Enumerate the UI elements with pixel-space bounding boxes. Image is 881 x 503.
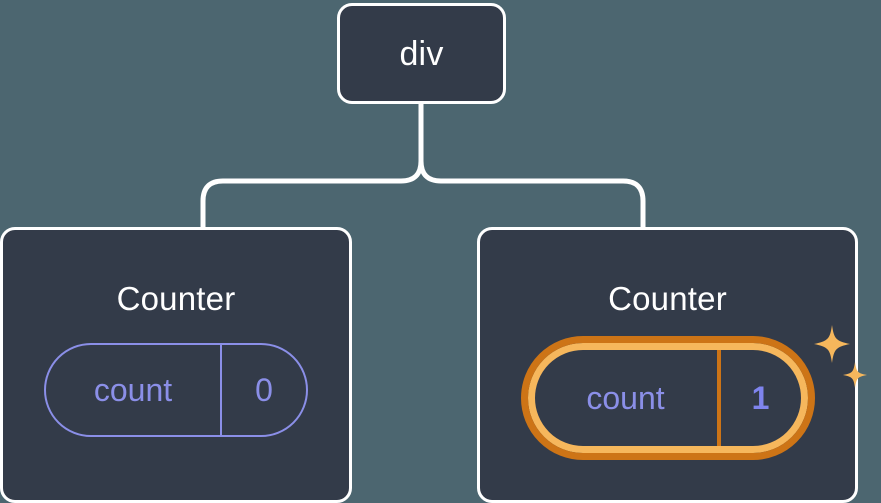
sparkles-icon — [813, 325, 867, 388]
node-root-div[interactable]: div — [337, 3, 506, 104]
state-key-right: count — [586, 379, 665, 416]
counter-title-right: Counter — [608, 280, 727, 317]
node-counter-right[interactable]: Counter count 1 — [477, 227, 867, 503]
state-pill-wrap-left: count 0 — [44, 343, 308, 437]
connector-to-right-child — [418, 149, 646, 230]
counter-title-left: Counter — [116, 280, 236, 317]
connector-to-left-child — [200, 149, 424, 230]
state-pill-left[interactable]: count 0 — [44, 343, 308, 437]
node-counter-left[interactable]: Counter count 0 — [0, 227, 352, 503]
state-value-right: 1 — [716, 350, 801, 446]
state-key-left: count — [93, 371, 173, 408]
state-pill-wrap-right: count 1 — [520, 325, 867, 460]
state-value-left: 0 — [220, 345, 306, 435]
sparkle-large-icon — [813, 325, 850, 363]
root-node-label: div — [399, 34, 444, 73]
state-pill-right-highlighted[interactable]: count 1 — [520, 336, 815, 460]
sparkle-small-icon — [842, 362, 867, 388]
